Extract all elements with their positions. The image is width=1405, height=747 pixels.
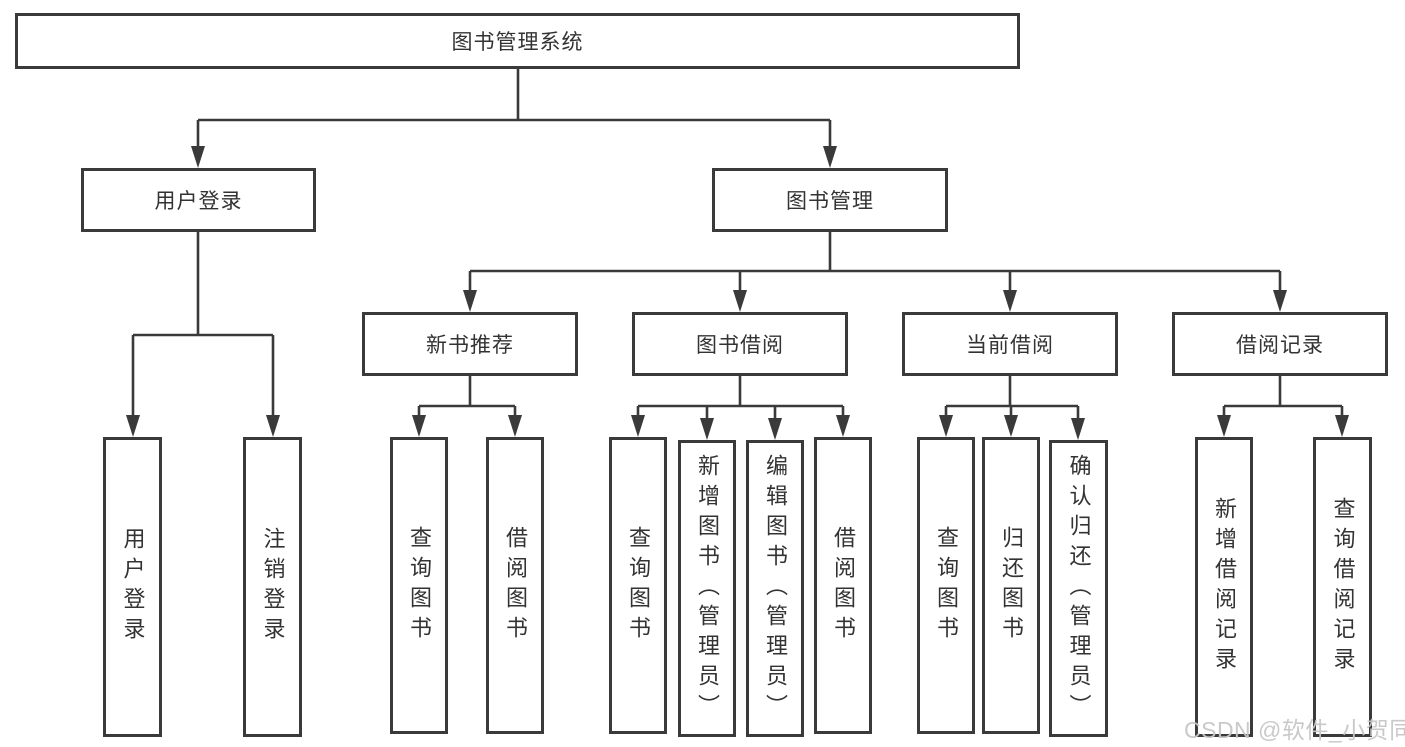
leaf-records-query-record-label: 查询借阅记录: [1330, 497, 1356, 677]
node-new-book-recommend-label: 新书推荐: [426, 334, 514, 357]
leaf-borrowing-add-books-admin-label: 新增图书（管理员）: [695, 453, 720, 724]
node-book-management-label: 图书管理: [786, 190, 874, 213]
leaf-user-login-label: 用户登录: [120, 527, 146, 647]
leaf-borrowing-borrow-books-label: 借阅图书: [831, 525, 856, 646]
leaf-logout-label: 注销登录: [260, 527, 286, 647]
leaf-records-query-record: 查询借阅记录: [1313, 437, 1372, 737]
leaf-current-return-books-label: 归还图书: [999, 525, 1024, 646]
leaf-recommend-borrow-books-label: 借阅图书: [503, 525, 528, 646]
node-root: 图书管理系统: [15, 13, 1020, 69]
leaf-user-login: 用户登录: [103, 437, 162, 737]
node-user-login-label: 用户登录: [154, 190, 243, 213]
leaf-current-confirm-return-admin-label: 确认归还（管理员）: [1066, 453, 1092, 724]
node-current-borrowing: 当前借阅: [902, 312, 1118, 376]
leaf-recommend-borrow-books: 借阅图书: [486, 437, 544, 734]
leaf-borrowing-add-books-admin: 新增图书（管理员）: [678, 440, 736, 737]
leaf-borrowing-query-books: 查询图书: [609, 437, 667, 734]
leaf-recommend-query-books-label: 查询图书: [407, 525, 432, 646]
node-root-label: 图书管理系统: [451, 31, 584, 54]
node-book-borrowing-label: 图书借阅: [696, 334, 784, 357]
leaf-current-query-books-label: 查询图书: [934, 525, 959, 646]
node-book-management: 图书管理: [712, 168, 948, 232]
leaf-current-return-books: 归还图书: [982, 437, 1040, 734]
csdn-watermark: CSDN @软件_小贺同学: [1184, 717, 1405, 743]
leaf-recommend-query-books: 查询图书: [390, 437, 448, 734]
leaf-borrowing-query-books-label: 查询图书: [626, 525, 651, 646]
leaf-records-add-record: 新增借阅记录: [1195, 437, 1253, 737]
leaf-logout: 注销登录: [243, 437, 302, 737]
leaf-borrowing-edit-books-admin-label: 编辑图书（管理员）: [763, 453, 788, 724]
leaf-borrowing-borrow-books: 借阅图书: [814, 437, 872, 734]
node-book-borrowing: 图书借阅: [632, 312, 848, 376]
leaf-borrowing-edit-books-admin: 编辑图书（管理员）: [746, 440, 804, 737]
node-current-borrowing-label: 当前借阅: [966, 334, 1054, 357]
leaf-records-add-record-label: 新增借阅记录: [1212, 497, 1237, 677]
leaf-current-confirm-return-admin: 确认归还（管理员）: [1049, 440, 1108, 737]
node-user-login: 用户登录: [81, 168, 316, 232]
node-borrowing-records: 借阅记录: [1172, 312, 1388, 376]
leaf-current-query-books: 查询图书: [917, 437, 975, 734]
node-borrowing-records-label: 借阅记录: [1236, 334, 1324, 357]
node-new-book-recommend: 新书推荐: [362, 312, 578, 376]
